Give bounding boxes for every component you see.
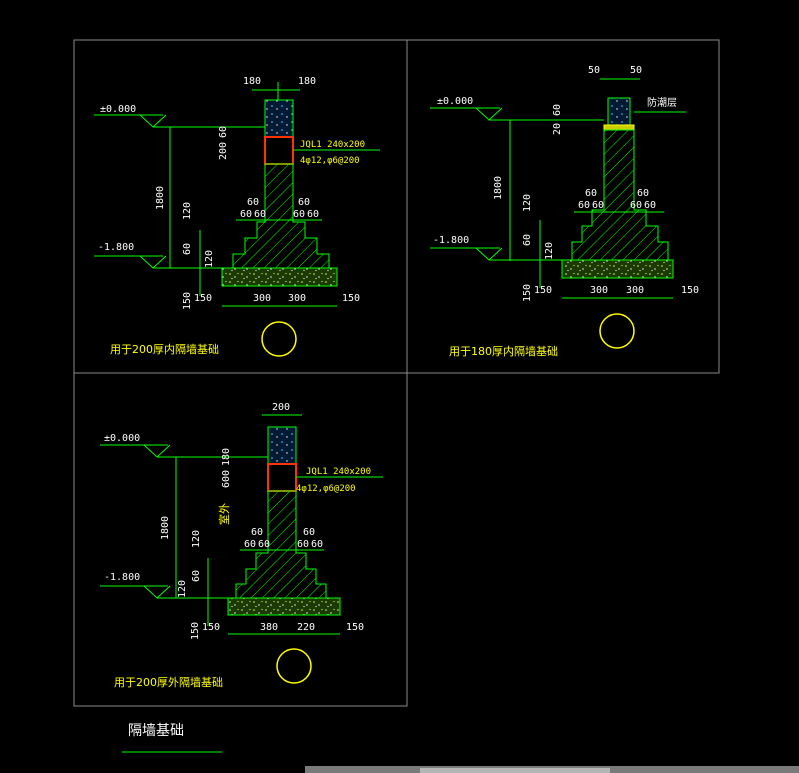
p2-depth: 1800 [493, 176, 504, 200]
p1-beam-rebar: 4φ12,φ6@200 [300, 156, 360, 166]
p3-elev-bot: -1.800 [104, 572, 140, 583]
p3-beam-dims: 600 [221, 470, 232, 488]
p2-bot-2: 300 [590, 285, 608, 296]
p1-beam-dims: 200 [218, 142, 229, 160]
p2-cap-2: 20 [552, 123, 563, 135]
p3-beam-dims2: 180 [221, 448, 232, 466]
p2-elev-top: ±0.000 [437, 96, 473, 107]
p3-vert-1: 120 [191, 530, 202, 548]
p1-elev-bot: -1.800 [98, 242, 134, 253]
p3-dim-top: 200 [272, 402, 290, 413]
p1-depth: 1800 [155, 186, 166, 210]
p1-step-3: 60 [240, 209, 252, 220]
p1-bot-4: 150 [342, 293, 360, 304]
p2-vert-3: 120 [544, 242, 555, 260]
panel-3: 200 ±0.000 1800 600 180 JQL1 240x200 4φ1… [100, 402, 383, 689]
p1-step-2: 60 [298, 197, 310, 208]
p2-vert-1: 120 [522, 194, 533, 212]
p3-beam-rebar: 4φ12,φ6@200 [296, 484, 356, 494]
p1-vert-1: 120 [182, 202, 193, 220]
p2-dim-top-right: 50 [630, 65, 642, 76]
p3-beam-label: JQL1 240x200 [306, 467, 371, 477]
status-strip-tab[interactable] [420, 768, 610, 773]
p1-step-5: 60 [293, 209, 305, 220]
p1-step-6: 60 [307, 209, 319, 220]
p3-bot-2: 380 [260, 622, 278, 633]
p2-cap-1: 60 [552, 104, 563, 116]
p1-step-1: 60 [247, 197, 259, 208]
p1-step-4: 60 [254, 209, 266, 220]
p2-step-6: 60 [644, 200, 656, 211]
p3-step-5: 60 [297, 539, 309, 550]
p1-beam-label: JQL1 240x200 [300, 140, 365, 150]
p2-left-bottom: 150 [522, 284, 533, 302]
panel-frame-2 [406, 39, 720, 374]
panel-frame-1 [73, 39, 408, 374]
p2-elev-bot: -1.800 [433, 235, 469, 246]
p2-step-1: 60 [585, 188, 597, 199]
panel-2: 50 50 防潮层 60 20 ±0.000 1800 60 60 60 60 … [430, 65, 699, 358]
p2-section-circle [599, 313, 635, 349]
p3-vert-2: 60 [191, 570, 202, 582]
panel-1: 180 180 ±0.000 1800 200 60 JQL1 240x200 … [94, 76, 380, 357]
p3-caption: 用于200厚外隔墙基础 [114, 675, 223, 689]
p1-caption: 用于200厚内隔墙基础 [110, 342, 219, 356]
p1-section-circle [261, 321, 297, 357]
p3-bot-4: 150 [346, 622, 364, 633]
p2-bot-3: 300 [626, 285, 644, 296]
drawing-title: 隔墙基础 [128, 722, 184, 739]
p2-step-4: 60 [592, 200, 604, 211]
p1-vert-2: 60 [182, 243, 193, 255]
p2-step-2: 60 [637, 188, 649, 199]
p1-elev-top: ±0.000 [100, 104, 136, 115]
panel-frame-3 [73, 372, 408, 707]
p1-left-bottom: 150 [182, 292, 193, 310]
p2-damp-label: 防潮层 [647, 96, 677, 109]
p3-bot-1: 150 [202, 622, 220, 633]
p2-bot-1: 150 [534, 285, 552, 296]
p1-bot-3: 300 [288, 293, 306, 304]
p3-step-3: 60 [244, 539, 256, 550]
p3-section-circle [276, 648, 312, 684]
p3-depth: 1800 [160, 516, 171, 540]
p2-caption: 用于180厚内隔墙基础 [449, 344, 558, 358]
p1-dim-top-left: 180 [243, 76, 261, 87]
p3-step-6: 60 [311, 539, 323, 550]
p3-step-4: 60 [258, 539, 270, 550]
p3-step-2: 60 [303, 527, 315, 538]
p1-bot-1: 150 [194, 293, 212, 304]
p3-left-bottom: 150 [190, 622, 201, 640]
p1-dim-top-right: 180 [298, 76, 316, 87]
p1-bot-2: 300 [253, 293, 271, 304]
p1-beam-dims2: 60 [218, 126, 229, 138]
p2-vert-2: 60 [522, 234, 533, 246]
p2-step-5: 60 [630, 200, 642, 211]
p3-step-1: 60 [251, 527, 263, 538]
p2-step-3: 60 [578, 200, 590, 211]
p3-vert-3: 120 [177, 580, 188, 598]
p3-outside: 室外 [217, 503, 231, 525]
p3-elev-top: ±0.000 [104, 433, 140, 444]
p1-vert-3: 120 [204, 250, 215, 268]
p2-dim-top-left: 50 [588, 65, 600, 76]
p3-bot-3: 220 [297, 622, 315, 633]
p2-bot-4: 150 [681, 285, 699, 296]
